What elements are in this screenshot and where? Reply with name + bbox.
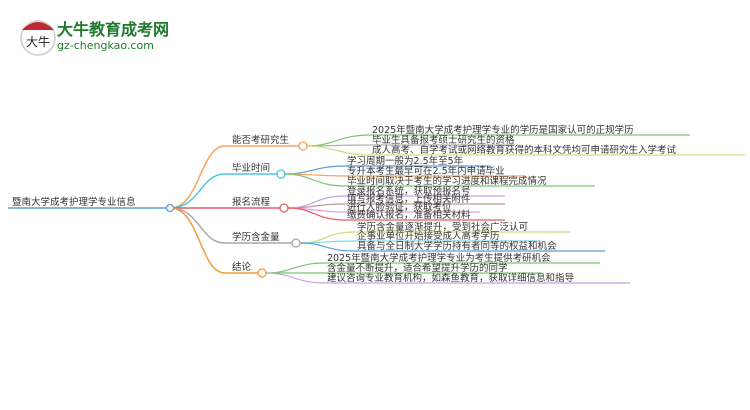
leaf-connector — [287, 207, 505, 221]
branch-connector — [169, 207, 258, 274]
logo-url: gz-chengkao.com — [57, 39, 154, 52]
logo-arc-icon — [22, 22, 54, 30]
branch-label[interactable]: 报名流程 — [232, 196, 271, 208]
root-label[interactable]: 暨南大学成考护理学专业信息 — [12, 196, 136, 208]
leaf-label[interactable]: 毕业时间取决于考生的学习进度和课程完成情况 — [347, 175, 547, 187]
leaf-connector — [299, 242, 605, 252]
leaf-label[interactable]: 缴费确认报名，准备相关材料 — [347, 209, 471, 221]
branch-node-collapse-toggle[interactable] — [298, 141, 308, 151]
branch-node-collapse-toggle[interactable] — [279, 203, 289, 213]
leaf-label[interactable]: 成人高考、自学考试或网络教育获得的本科文凭均可申请研究生入学考试 — [372, 144, 677, 156]
leaf-label[interactable]: 填写报考信息，上传相关附件 — [347, 193, 471, 205]
branch-node-collapse-toggle[interactable] — [257, 268, 267, 278]
logo: 大牛 大牛教育成考网 gz-chengkao.com — [20, 20, 169, 56]
leaf-label[interactable]: 具备与全日制大学学历持有者同等的权益和机会 — [357, 240, 557, 252]
leaf-label[interactable]: 建议咨询专业教育机构，如森鱼教育，获取详细信息和指导 — [327, 272, 574, 284]
branch-connector — [169, 145, 299, 209]
leaf-label[interactable]: 企事业单位开始接受成人高考学历 — [357, 230, 500, 242]
leaf-label[interactable]: 学习周期一般为2.5年至5年 — [347, 155, 464, 167]
leaf-connector — [306, 145, 745, 156]
leaf-label[interactable]: 学历含金量逐渐提升，受到社会广泛认可 — [357, 221, 528, 233]
logo-mark-text: 大牛 — [26, 34, 50, 49]
branch-label[interactable]: 毕业时间 — [232, 162, 270, 174]
branch-connector — [169, 207, 292, 244]
branch-connector — [169, 173, 277, 209]
leaf-label[interactable]: 毕业生具备报考硕士研究生的资格 — [372, 134, 515, 146]
leaf-label[interactable]: 进行人脸验证，获取考位 — [347, 201, 452, 213]
branch-label[interactable]: 结论 — [232, 261, 252, 273]
leaf-label[interactable]: 2025年暨南大学成考护理学专业为考生提供考研机会 — [327, 252, 551, 264]
logo-name: 大牛教育成考网 — [57, 20, 169, 39]
leaf-label[interactable]: 2025年暨南大学成考护理学专业的学历是国家认可的正规学历 — [372, 124, 634, 136]
leaf-label[interactable]: 登录报名系统，获取预报名号 — [347, 185, 471, 197]
branch-node-collapse-toggle[interactable] — [291, 238, 301, 248]
root-node-collapse-toggle[interactable] — [165, 203, 175, 213]
leaf-label[interactable]: 含金量不断提升，适合希望提升学历的同学 — [327, 262, 508, 274]
leaf-connector — [284, 173, 595, 187]
branch-node-collapse-toggle[interactable] — [276, 169, 286, 179]
branch-label[interactable]: 学历含金量 — [232, 231, 280, 243]
leaf-label[interactable]: 专升本考生最早可在2.5年内申请毕业 — [347, 165, 505, 177]
leaf-connector — [265, 272, 630, 284]
branch-label[interactable]: 能否考研究生 — [232, 134, 290, 146]
